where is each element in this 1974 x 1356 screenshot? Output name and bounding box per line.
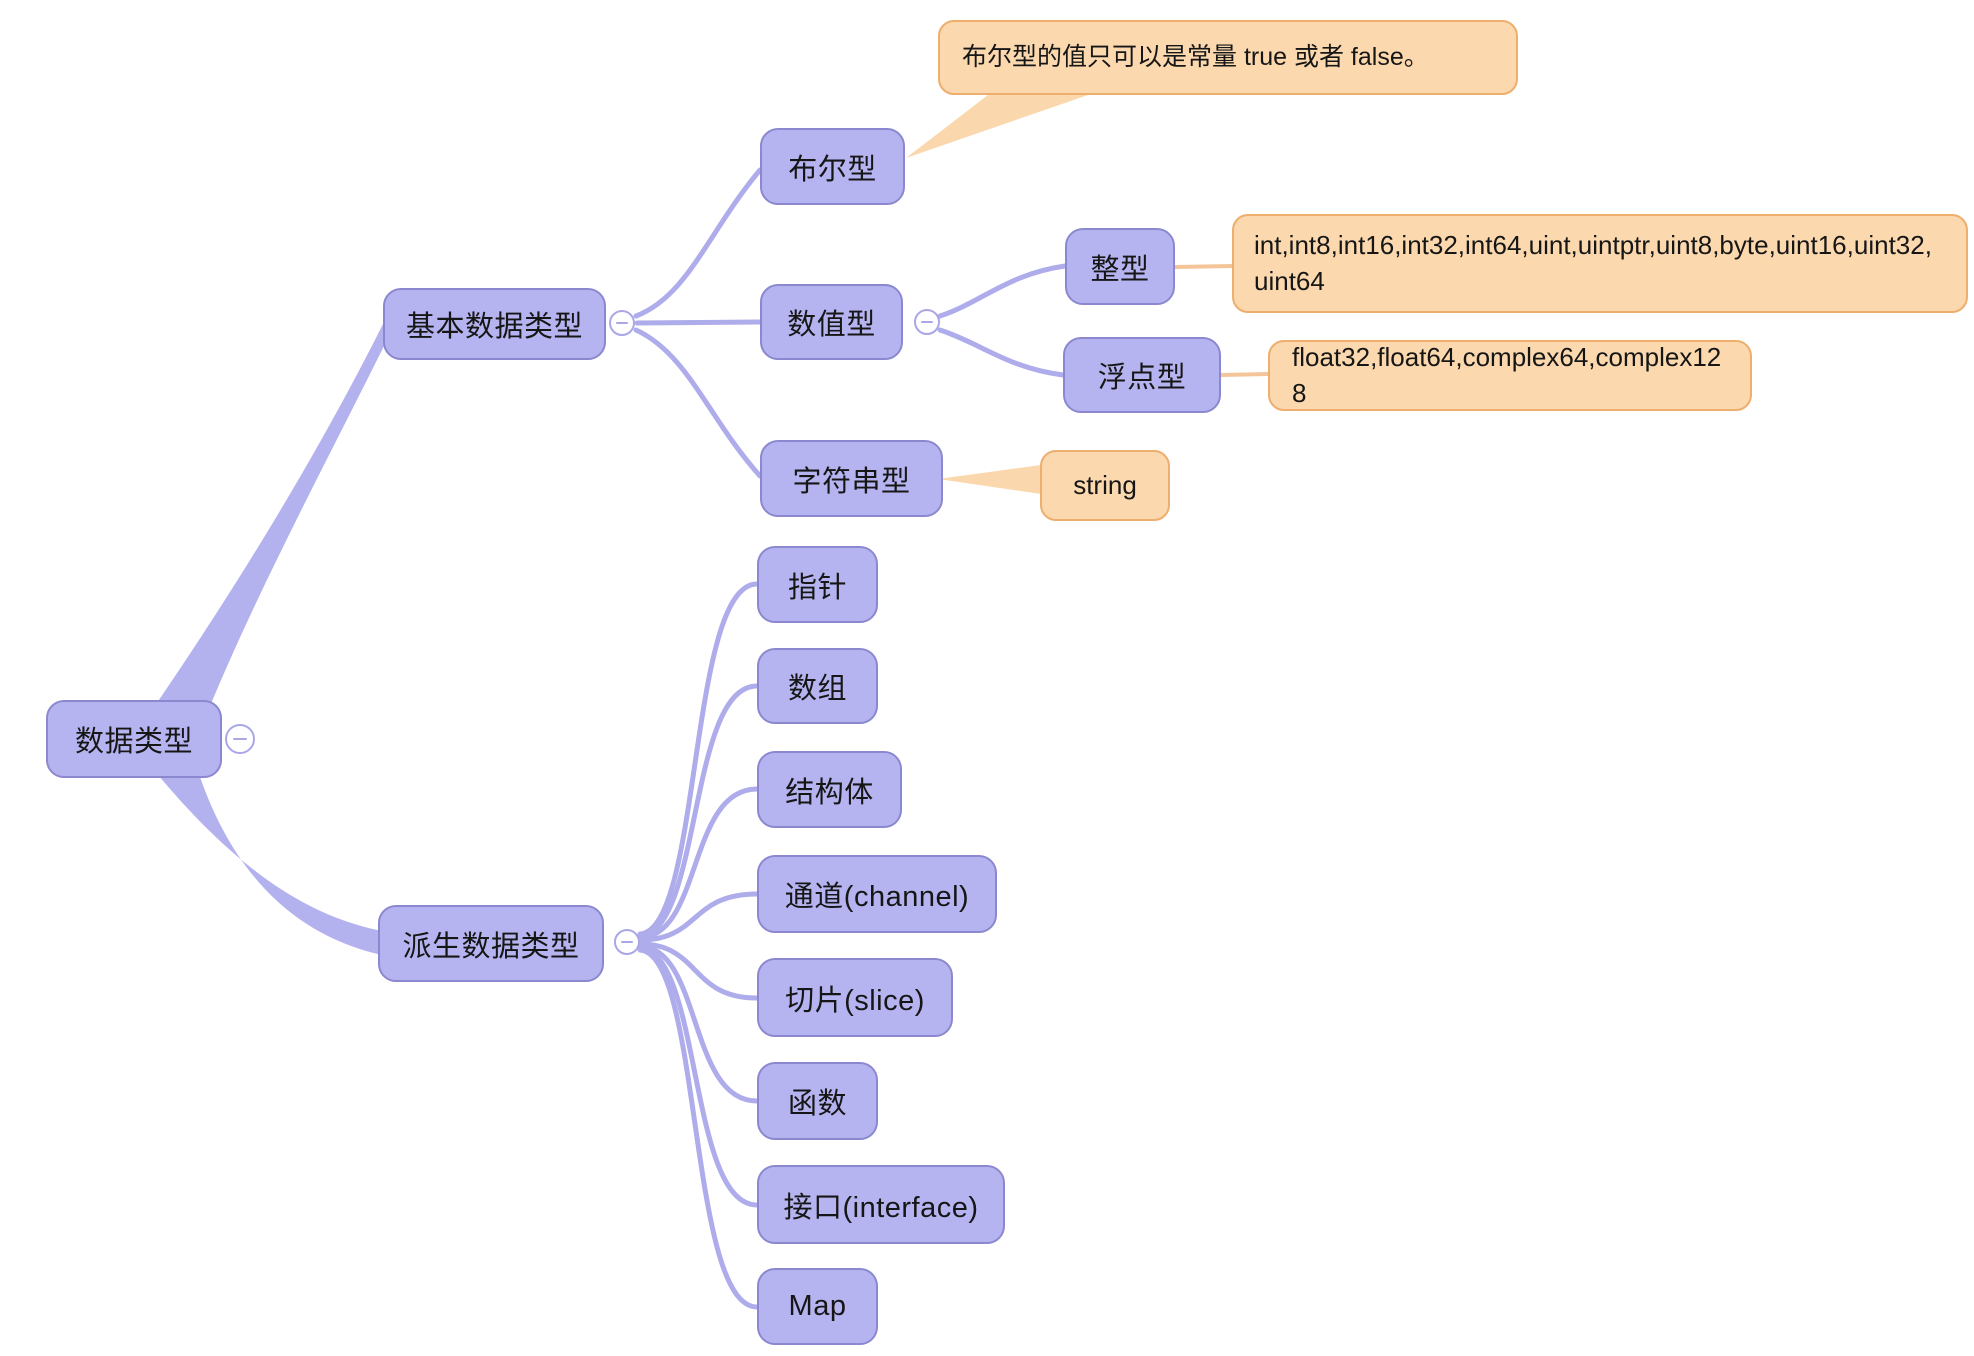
note-float[interactable]: float32,float64,complex64,complex128 (1268, 340, 1752, 411)
note-bool[interactable]: 布尔型的值只可以是常量 true 或者 false。 (938, 20, 1518, 95)
node-channel[interactable]: 通道(channel) (757, 855, 997, 933)
node-bool[interactable]: 布尔型 (760, 128, 905, 205)
note-integer[interactable]: int,int8,int16,int32,int64,uint,uintptr,… (1232, 214, 1968, 313)
branch-root-to-basic (150, 320, 385, 716)
node-numeric[interactable]: 数值型 (760, 284, 903, 360)
node-interface[interactable]: 接口(interface) (757, 1165, 1005, 1244)
collapse-toggle-root[interactable] (225, 724, 255, 754)
node-struct[interactable]: 结构体 (757, 751, 902, 828)
node-string-type[interactable]: 字符串型 (760, 440, 943, 517)
node-slice[interactable]: 切片(slice) (757, 958, 953, 1037)
minus-icon (920, 321, 934, 323)
branch-root-to-derived (149, 764, 382, 955)
node-array[interactable]: 数组 (757, 648, 878, 724)
node-derived-types[interactable]: 派生数据类型 (378, 905, 604, 982)
branches-derived-children (637, 581, 760, 1310)
node-pointer[interactable]: 指针 (757, 546, 878, 623)
collapse-toggle-derived[interactable] (614, 929, 640, 955)
node-map[interactable]: Map (757, 1268, 878, 1345)
callout-string-note (938, 465, 1041, 494)
node-float[interactable]: 浮点型 (1063, 337, 1221, 413)
node-root[interactable]: 数据类型 (46, 700, 222, 778)
note-string[interactable]: string (1040, 450, 1170, 521)
node-integer[interactable]: 整型 (1065, 228, 1175, 305)
collapse-toggle-numeric[interactable] (914, 309, 940, 335)
collapse-toggle-basic[interactable] (609, 310, 635, 336)
branches-numeric-children (937, 263, 1068, 378)
minus-icon (232, 738, 248, 740)
callout-bool-note (906, 95, 1088, 158)
node-basic-types[interactable]: 基本数据类型 (383, 288, 606, 360)
connector-integer-note (1173, 264, 1235, 269)
minus-icon (615, 322, 629, 324)
connector-float-note (1219, 372, 1271, 377)
node-function[interactable]: 函数 (757, 1062, 878, 1140)
minus-icon (620, 941, 634, 943)
branches-basic-children (633, 167, 763, 479)
